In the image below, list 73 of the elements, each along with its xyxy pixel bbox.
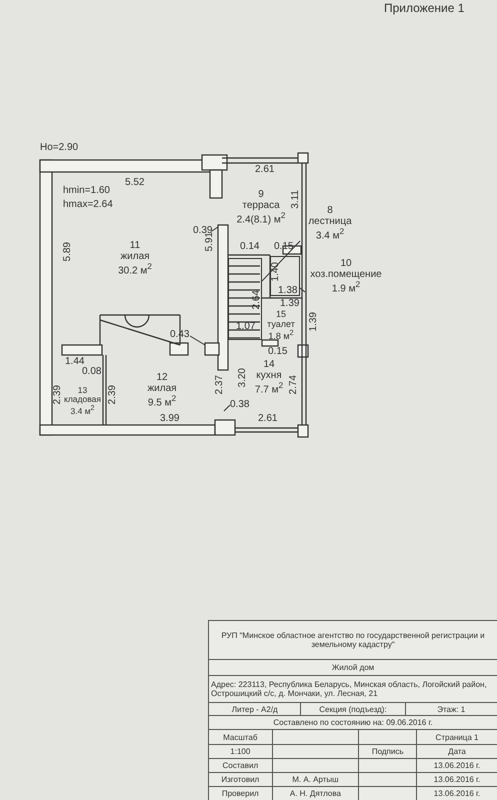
leader-line [300,288,306,292]
room-name: туалет [267,320,295,330]
room-size: 9.5 м$^{2}$ [148,394,176,408]
table-cell: А. Н. Дятлова [272,787,360,800]
table-cell: Страница 1 [417,730,497,744]
table-cell: Изготовил [209,773,273,786]
dimension-label: 0.38 [230,400,250,410]
room-number: 11 [130,240,140,252]
table-cell: Этаж: 1 [406,703,497,715]
room-size: 7.7 м$^{2}$ [254,380,284,396]
height-note: hmax=2.64 [63,200,113,210]
dimension-label: 2.39 [53,385,63,404]
room-number: 9 [258,188,264,200]
dimension-label: 5.91 [205,232,215,252]
room-number: 12 [156,372,168,383]
room-name: жилая [120,251,150,262]
room-size: 3.4 м$^{2}$ [316,226,344,242]
dimension-label: 2.74 [289,375,299,394]
dimension-label: 1.39 [280,299,300,309]
dimension-label: 5.52 [125,178,144,188]
height-note: Ho=2.90 [40,143,78,153]
table-cell: Дата [417,745,497,758]
dimension-label: 3.11 [291,190,301,209]
stair-drawing [228,258,262,340]
dimension-label: 2.61 [258,414,278,424]
table-cell: РУП "Минское областное агентство по государственной регистрации и земельному кадастру" [209,621,497,659]
table-cell: Литер - А2/д [209,703,302,715]
room-number: 15 [276,310,286,320]
table-cell: Секция (подъезд): [301,703,406,715]
table-cell: М. А. Артыш [272,773,360,786]
room-number: 8 [327,204,333,216]
dimension-label: 2.37 [215,375,225,394]
table-cell: Жилой дом [209,660,497,675]
table-cell: Подпись [359,745,418,758]
dimension-label: 3.20 [238,368,248,388]
height-note: hmin=1.60 [63,186,110,196]
room-name: жилая [147,382,177,394]
room-number: 13 [78,386,88,396]
leader-line [262,240,300,282]
dimension-label: 0.08 [82,367,102,377]
dimension-label: 2.39 [108,385,118,404]
room-size: 3.4 м$^{2}$ [70,404,94,416]
dimension-label: 1.39 [309,312,319,332]
table-cell: 13.06.2016 г. [417,787,497,800]
sheet-note: Приложение 1 [384,2,464,14]
dimension-label: 1.38 [278,286,298,296]
room-name: хоз.помещение [310,268,382,280]
table-cell: 13.06.2016 г. [417,759,497,772]
room-name: терраса [242,200,280,211]
room-size: 1.9 м$^{2}$ [332,280,360,294]
room-name: лестница [308,216,352,227]
table-cell: Проверил [209,787,273,800]
table-cell: Составлено по состоянию на: 09.06.2016 г. [209,716,497,729]
dimension-label: 1.44 [65,357,84,367]
dimension-label: 0.14 [240,242,260,252]
dimension-label: 3.99 [160,414,180,424]
room-name: кладовая [64,395,101,405]
table-cell: 13.06.2016 г. [417,773,497,786]
room-name: кухня [256,370,282,381]
table-cell: Составил [209,759,273,772]
room-area [270,256,300,296]
dimension-label: 5.89 [63,242,73,262]
table-cell: Адрес: 223113, Республика Беларусь, Минская область, Логойский район, Острошицкий с/с, д. Мончаки, ул. Лесная, 21 [209,676,497,702]
room-number: 14 [263,358,275,370]
room-size: 1.8 м$^{2}$ [268,329,294,342]
room-size: 30.2 м$^{2}$ [118,262,152,277]
table-cell: 1:100 [209,745,273,758]
dimension-label: 2.61 [255,165,274,175]
dimension-label: 0.15 [268,347,288,357]
room-number: 10 [340,258,352,269]
table-cell: Масштаб [209,730,273,744]
room-size: 2.4(8.1) м$^{2}$ [236,210,286,226]
dimension-label: 1.40 [271,262,281,282]
